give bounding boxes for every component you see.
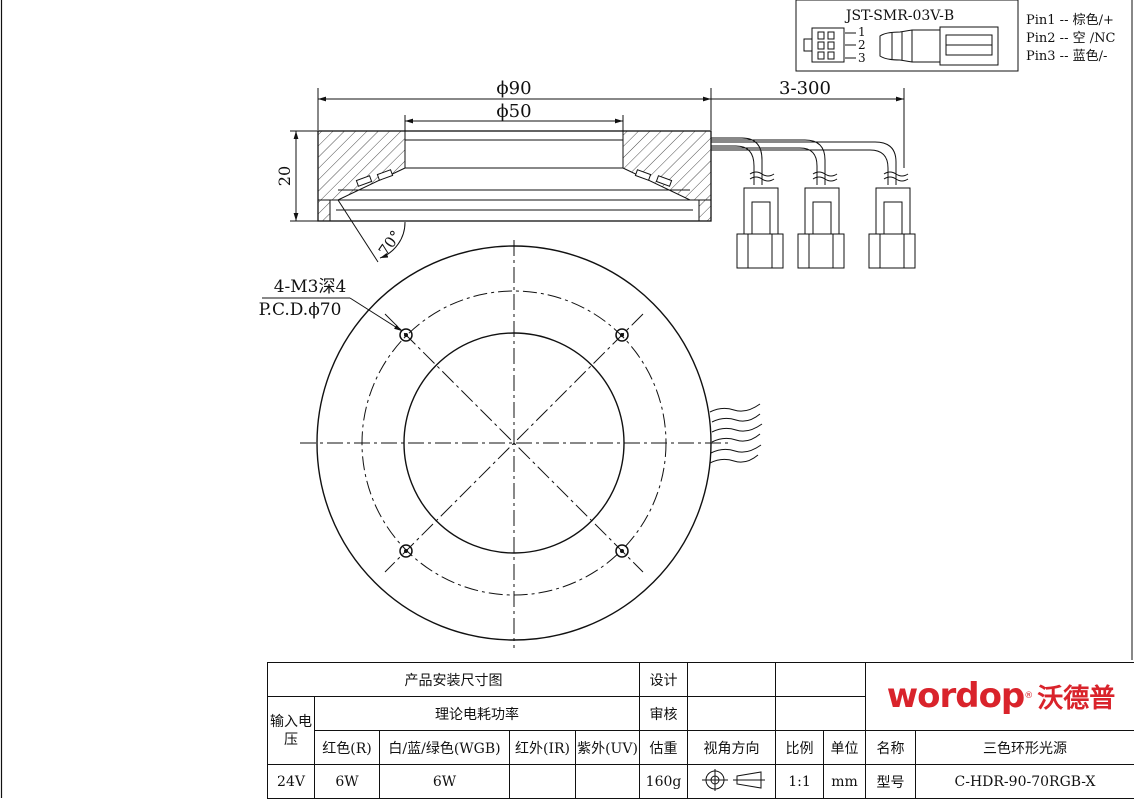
hole-spec: 4-M3深4 <box>274 277 347 297</box>
weight-value: 160g <box>639 764 689 799</box>
input-voltage-label: 输入电压 <box>267 696 315 765</box>
dim-height: 20 <box>275 166 294 186</box>
scale-label: 比例 <box>775 730 825 765</box>
pin3-definition: Pin3 -- 蓝色/- <box>1026 48 1107 64</box>
pin-number-3: 3 <box>858 51 866 65</box>
voltage-value: 24V <box>267 764 315 799</box>
model-label: 型号 <box>865 764 917 799</box>
col-wgb: 白/蓝/绿色(WGB) <box>379 730 510 765</box>
model-value: C-HDR-90-70RGB-X <box>915 764 1134 799</box>
drawing-name: 产品安装尺寸图 <box>266 662 641 697</box>
brand-logo: wordop®沃德普 <box>872 668 1130 724</box>
pin1-definition: Pin1 -- 棕色/+ <box>1026 12 1114 28</box>
review-label: 审核 <box>639 696 689 731</box>
col-uv: 紫外(UV) <box>574 730 641 765</box>
logo-brand-en: wordop <box>886 676 1026 716</box>
dim-cable-length: 3-300 <box>779 78 831 99</box>
product-name: 三色环形光源 <box>915 730 1134 765</box>
pin-number-1: 1 <box>858 25 866 39</box>
scale-value: 1:1 <box>775 764 825 799</box>
power-label: 理论电耗功率 <box>313 696 641 731</box>
unit-label: 单位 <box>823 730 867 765</box>
dim-inner-diameter: ϕ50 <box>496 101 531 122</box>
pin-definition: Pin1 -- 棕色/+ Pin2 -- 空 /NC Pin3 -- 蓝色/- <box>1026 12 1115 64</box>
logo-brand-cn: 沃德普 <box>1037 683 1116 714</box>
logo-reg-mark: ® <box>1024 691 1034 701</box>
pcd-spec: P.C.D.ϕ70 <box>259 300 342 320</box>
title-block: 产品安装尺寸图 设计 输入电压 理论电耗功率 审核 红色(R) 白/蓝/绿色(W… <box>266 662 1134 799</box>
pin2-definition: Pin2 -- 空 /NC <box>1026 31 1115 46</box>
weight-label: 估重 <box>639 730 689 765</box>
design-label: 设计 <box>639 662 689 697</box>
dim-angle: 70° <box>375 227 405 259</box>
col-ir: 红外(IR) <box>509 730 576 765</box>
power-red-value: 6W <box>314 764 380 799</box>
dim-outer-diameter: ϕ90 <box>496 78 531 99</box>
connector-model: JST-SMR-03V-B <box>844 8 954 24</box>
name-label: 名称 <box>865 730 917 765</box>
projection-symbol-icon <box>687 764 777 799</box>
unit-value: mm <box>823 764 867 799</box>
col-red: 红色(R) <box>314 730 380 765</box>
pin-number-2: 2 <box>858 38 866 52</box>
connector-spec-box: JST-SMR-03V-B 1 2 3 <box>795 0 1019 72</box>
view-label: 视角方向 <box>687 730 777 765</box>
front-view: 4-M3深4 P.C.D.ϕ70 <box>259 240 763 648</box>
power-wgb-value: 6W <box>379 764 510 799</box>
side-section-view: ϕ90 ϕ50 3-300 20 70° <box>275 78 916 269</box>
